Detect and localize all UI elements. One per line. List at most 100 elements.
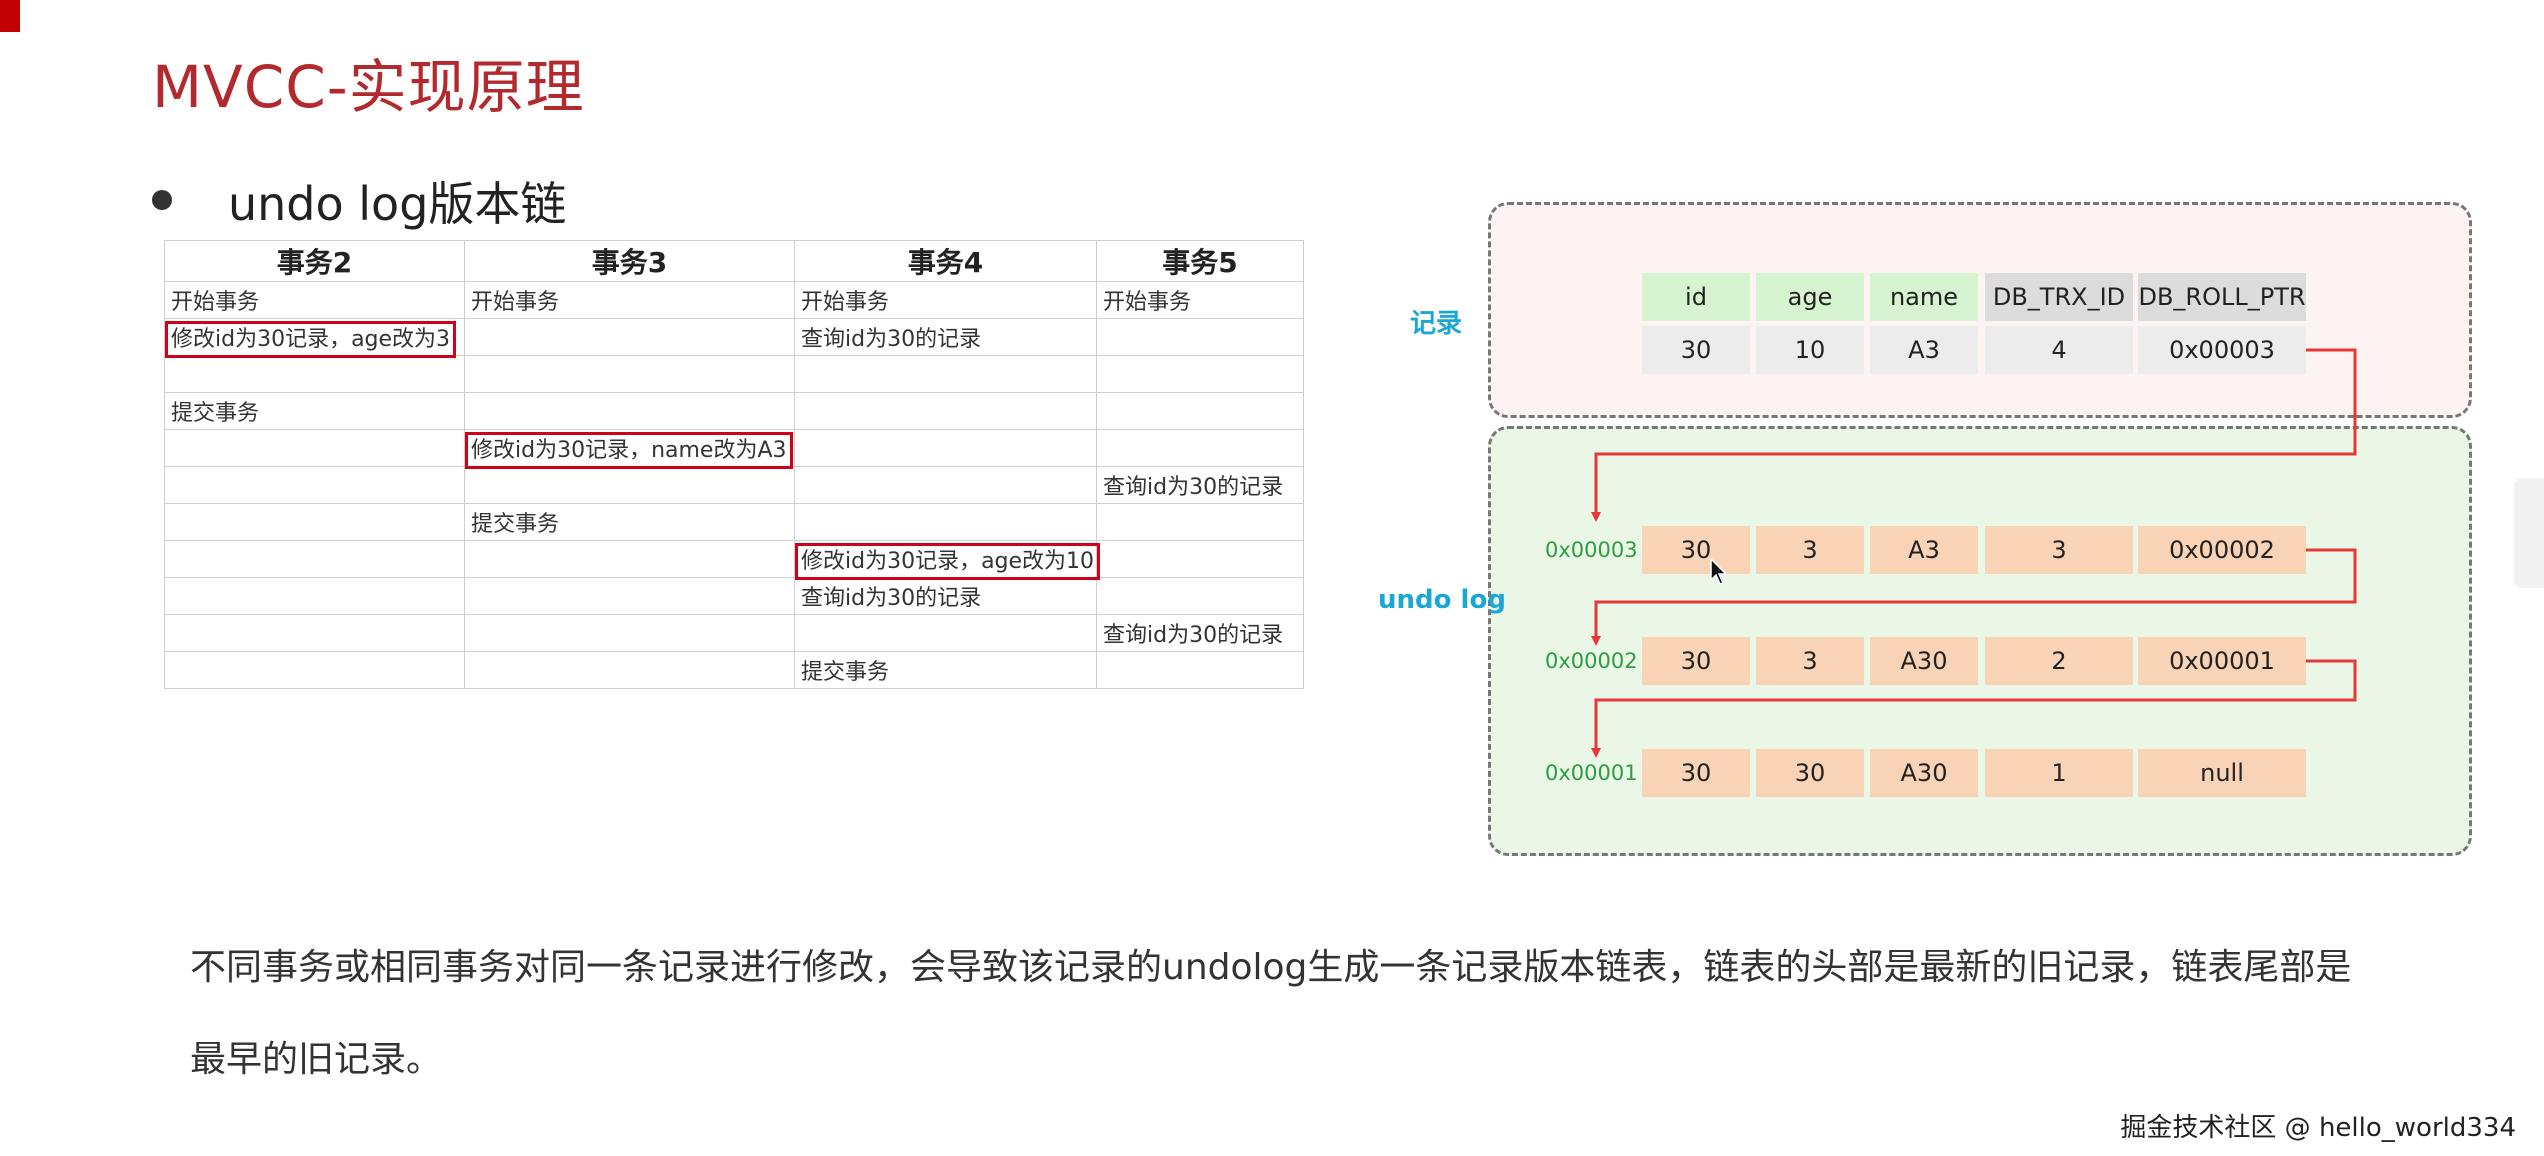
field-header: id xyxy=(1642,273,1750,321)
record-value: 4 xyxy=(1985,326,2133,374)
undo-address: 0x00002 xyxy=(1545,649,1638,673)
table-cell: 查询id为30的记录 xyxy=(1096,614,1304,652)
highlighted-operation: 修改id为30记录，age改为3 xyxy=(164,321,457,358)
table-cell xyxy=(164,503,465,541)
table-cell: 修改id为30记录，age改为10 xyxy=(794,540,1101,580)
table-cell: 提交事务 xyxy=(464,503,795,541)
slide-subtitle: undo log版本链 xyxy=(228,177,567,231)
highlighted-operation: 修改id为30记录，age改为10 xyxy=(794,543,1101,580)
table-row: 修改id为30记录，age改为10 xyxy=(164,540,1304,580)
column-header: 事务5 xyxy=(1096,240,1304,282)
table-row xyxy=(164,355,1304,393)
undo-value: 3 xyxy=(1756,637,1864,685)
bullet-icon xyxy=(152,190,172,210)
table-cell xyxy=(164,466,465,504)
undo-value: 30 xyxy=(1642,749,1750,797)
column-header: 事务2 xyxy=(164,240,465,282)
column-header: 事务4 xyxy=(794,240,1097,282)
undo-value: 3 xyxy=(1756,526,1864,574)
record-value: A3 xyxy=(1870,326,1978,374)
table-cell xyxy=(464,540,795,578)
table-cell xyxy=(464,577,795,615)
highlighted-operation: 修改id为30记录，name改为A3 xyxy=(465,432,793,469)
table-cell xyxy=(464,355,795,393)
undo-value: 30 xyxy=(1756,749,1864,797)
transaction-table: 事务2 事务3 事务4 事务5 开始事务开始事务开始事务开始事务修改id为30记… xyxy=(164,240,1304,689)
watermark: 掘金技术社区 @ hello_world334 xyxy=(2120,1113,2516,1143)
undo-log-label: undo log xyxy=(1378,585,1506,615)
table-cell: 开始事务 xyxy=(794,281,1097,319)
table-cell: 修改id为30记录，age改为3 xyxy=(164,318,465,358)
table-cell xyxy=(164,651,465,689)
table-row: 提交事务 xyxy=(164,503,1304,541)
table-cell: 开始事务 xyxy=(1096,281,1304,319)
table-cell xyxy=(1096,392,1304,430)
column-header: 事务3 xyxy=(464,240,795,282)
cell-text: 开始事务 xyxy=(171,290,260,315)
record-value: 10 xyxy=(1756,326,1864,374)
table-cell: 查询id为30的记录 xyxy=(1096,466,1304,504)
mouse-cursor-icon xyxy=(1710,558,1728,585)
table-cell xyxy=(794,503,1097,541)
undo-value: A30 xyxy=(1870,749,1978,797)
record-box xyxy=(1488,202,2472,418)
table-cell xyxy=(464,651,795,689)
undo-value: 2 xyxy=(1985,637,2133,685)
table-cell xyxy=(794,466,1097,504)
table-cell xyxy=(1096,540,1304,578)
table-cell xyxy=(1096,429,1304,467)
table-cell xyxy=(1096,651,1304,689)
table-cell xyxy=(464,466,795,504)
table-row: 查询id为30的记录 xyxy=(164,577,1304,615)
table-row: 修改id为30记录，name改为A3 xyxy=(164,429,1304,469)
undo-value: 0x00002 xyxy=(2138,526,2306,574)
field-header: DB_ROLL_PTR xyxy=(2138,273,2306,321)
table-cell xyxy=(164,355,465,393)
slide-title: MVCC-实现原理 xyxy=(152,53,585,121)
cell-text: 查询id为30的记录 xyxy=(801,586,982,611)
table-cell: 查询id为30的记录 xyxy=(794,318,1097,356)
table-cell: 修改id为30记录，name改为A3 xyxy=(464,429,795,469)
cell-text: 查询id为30的记录 xyxy=(1103,475,1284,500)
table-cell: 开始事务 xyxy=(164,281,465,319)
table-cell xyxy=(464,318,795,356)
table-cell xyxy=(794,392,1097,430)
table-header-row: 事务2 事务3 事务4 事务5 xyxy=(164,240,1304,282)
table-cell: 提交事务 xyxy=(794,651,1097,689)
cell-text: 开始事务 xyxy=(1103,290,1192,315)
corner-accent xyxy=(0,0,20,32)
table-cell xyxy=(164,614,465,652)
undo-value: 0x00001 xyxy=(2138,637,2306,685)
cell-text: 开始事务 xyxy=(471,290,560,315)
table-cell xyxy=(1096,503,1304,541)
table-row: 开始事务开始事务开始事务开始事务 xyxy=(164,281,1304,319)
record-value: 0x00003 xyxy=(2138,326,2306,374)
table-cell: 查询id为30的记录 xyxy=(794,577,1097,615)
field-header: DB_TRX_ID xyxy=(1985,273,2133,321)
table-cell xyxy=(164,577,465,615)
cell-text: 提交事务 xyxy=(471,512,560,537)
table-row: 提交事务 xyxy=(164,392,1304,430)
description-line-1: 不同事务或相同事务对同一条记录进行修改，会导致该记录的undolog生成一条记录… xyxy=(190,947,2352,988)
undo-value: A3 xyxy=(1870,526,1978,574)
undo-value: 30 xyxy=(1642,526,1750,574)
undo-value: A30 xyxy=(1870,637,1978,685)
table-cell xyxy=(1096,318,1304,356)
undo-value: 1 xyxy=(1985,749,2133,797)
table-cell xyxy=(464,392,795,430)
field-header: name xyxy=(1870,273,1978,321)
record-value: 30 xyxy=(1642,326,1750,374)
undo-value: 30 xyxy=(1642,637,1750,685)
cell-text: 提交事务 xyxy=(801,660,890,685)
cell-text: 查询id为30的记录 xyxy=(1103,623,1284,648)
table-row: 查询id为30的记录 xyxy=(164,614,1304,652)
table-cell xyxy=(1096,355,1304,393)
record-label: 记录 xyxy=(1410,309,1463,339)
undo-value: null xyxy=(2138,749,2306,797)
table-cell xyxy=(1096,577,1304,615)
undo-address: 0x00001 xyxy=(1545,761,1638,785)
table-cell xyxy=(164,429,465,467)
side-scroll-tab[interactable] xyxy=(2514,478,2544,588)
table-cell xyxy=(794,429,1097,467)
table-cell: 开始事务 xyxy=(464,281,795,319)
